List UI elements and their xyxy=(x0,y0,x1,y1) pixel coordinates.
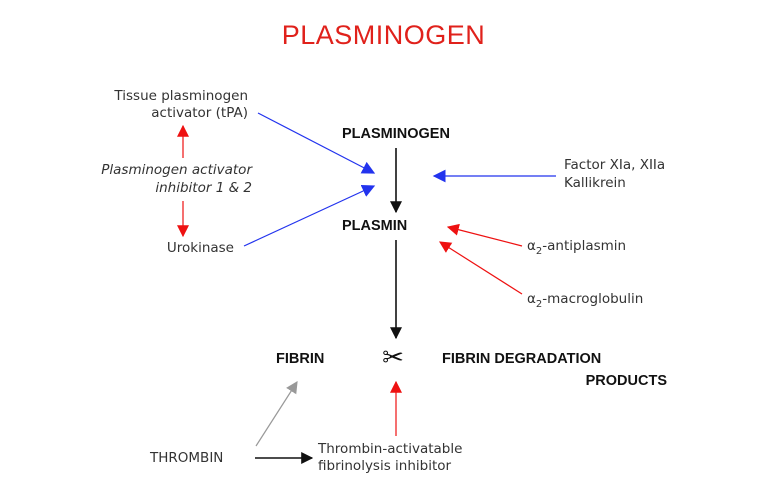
node-fdp-line2: PRODUCTS xyxy=(586,373,668,389)
node-fibrin: FIBRIN xyxy=(276,351,324,367)
label-tpa-line1: Tissue plasminogen xyxy=(113,88,248,104)
label-tafi-line1: Thrombin-activatable xyxy=(317,441,462,457)
label-pai-line1: Plasminogen activator xyxy=(101,162,253,178)
label-factor-line1: Factor XIa, XIIa xyxy=(564,157,665,173)
label-tafi-line2: fibrinolysis inhibitor xyxy=(318,458,452,474)
arrow-urokinase-to-conversion xyxy=(243,185,376,247)
node-plasmin: PLASMIN xyxy=(342,218,407,234)
page-title: PLASMINOGEN xyxy=(281,20,486,50)
label-factor-line2: Kallikrein xyxy=(564,175,626,191)
label-pai-line2: inhibitor 1 & 2 xyxy=(155,180,252,196)
label-tpa-line2: activator (tPA) xyxy=(151,105,248,121)
node-fdp-line1: FIBRIN DEGRADATION xyxy=(442,351,601,367)
node-plasminogen: PLASMINOGEN xyxy=(342,126,450,142)
label-urokinase: Urokinase xyxy=(167,240,234,256)
arrow-tpa-to-conversion xyxy=(257,112,376,174)
arrow-antiplasmin-to-plasmin xyxy=(446,223,523,247)
arrow-macroglobulin-to-plasmin xyxy=(438,241,523,295)
label-antiplasmin: α2-antiplasmin xyxy=(527,238,626,257)
scissors-icon: ✂ xyxy=(382,343,404,373)
label-thrombin: THROMBIN xyxy=(149,450,223,466)
label-macroglobulin: α2-macroglobulin xyxy=(527,291,643,310)
arrow-thrombin-to-fibrin xyxy=(255,380,298,447)
